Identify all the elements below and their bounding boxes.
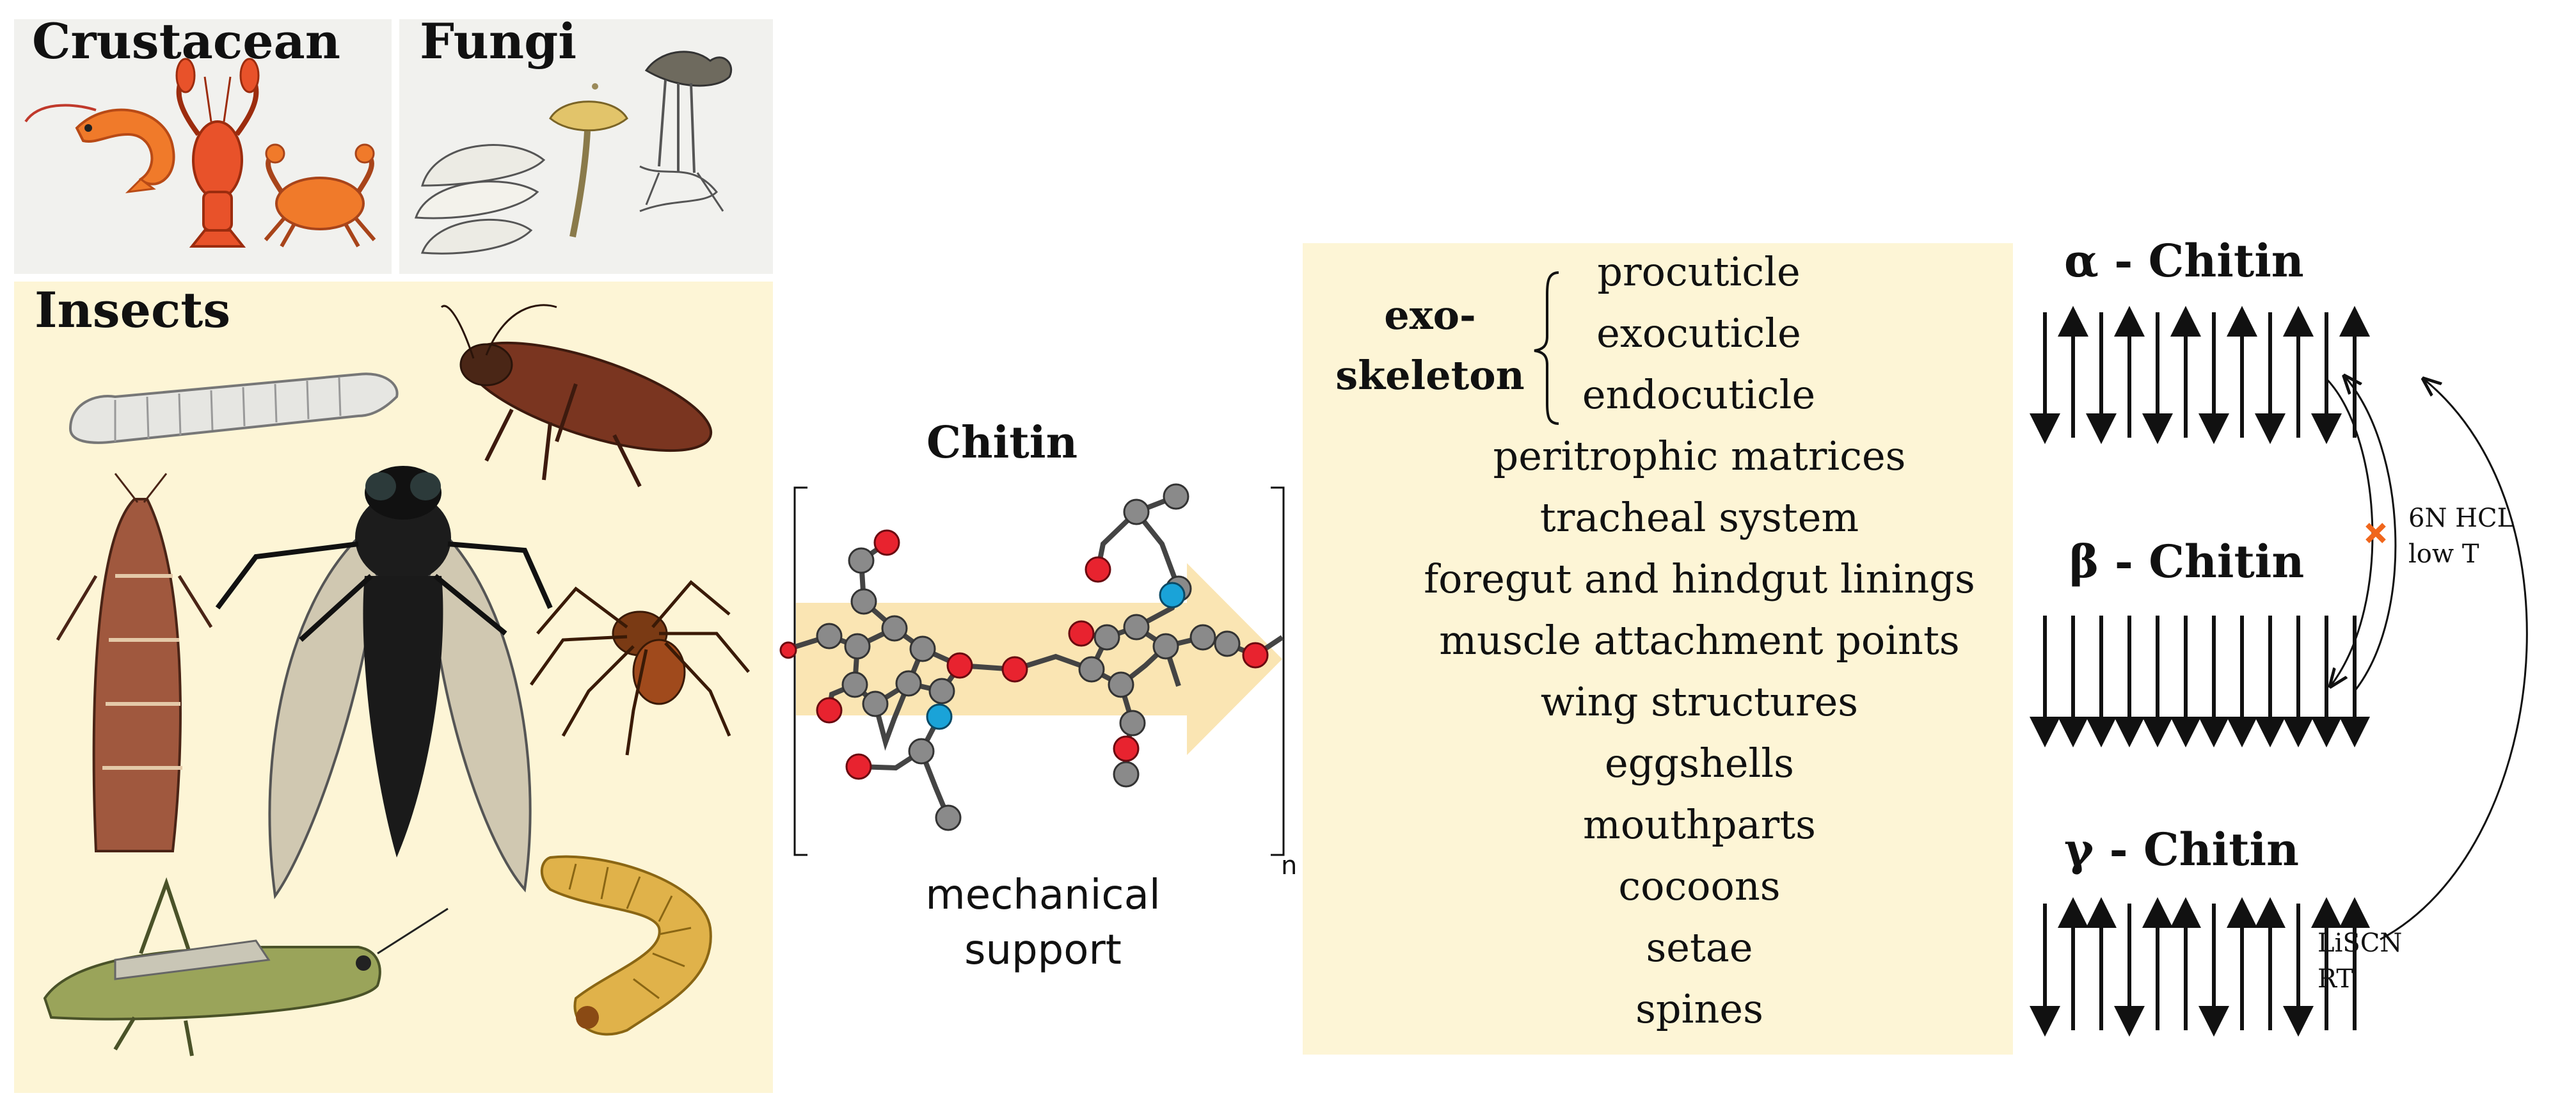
liscn-condition-line-2: RT: [2318, 964, 2354, 994]
fly-icon: [215, 466, 553, 900]
gamma-chitin-arrows: [2030, 897, 2370, 1037]
exoskeleton-layer: procuticle: [1597, 248, 1801, 295]
hcl-condition: 6N HCL low T: [2408, 500, 2514, 572]
site-item: mouthparts: [1583, 801, 1816, 848]
spider-icon: [529, 580, 750, 756]
carbon-atoms: [816, 483, 1241, 831]
alpha-chitin-label: α - Chitin: [2064, 234, 2304, 287]
beta-to-alpha-arrow: [2346, 378, 2397, 692]
gamma-to-alpha-arrow: [2380, 380, 2528, 941]
sporangium-icon: [549, 83, 628, 237]
insects-title: Insects: [35, 282, 231, 339]
atoms: [779, 483, 1269, 831]
fungi-title: Fungi: [420, 13, 577, 70]
cockroach-icon: [440, 304, 713, 488]
exoskeleton-label-line-2: skeleton: [1335, 352, 1525, 399]
site-item: foregut and hindgut linings: [1424, 555, 1975, 602]
crab-icon: [264, 143, 376, 248]
site-item: peritrophic matrices: [1493, 433, 1906, 479]
crustacean-title: Crustacean: [32, 13, 341, 70]
function-line-1: mechanical: [925, 872, 1161, 919]
silkworm-icon: [68, 372, 399, 444]
site-item: spines: [1635, 985, 1763, 1032]
exoskeleton-brace: [1534, 271, 1559, 425]
shrimp-icon: [24, 104, 175, 194]
lobster-icon: [175, 58, 260, 248]
site-item: cocoons: [1618, 863, 1781, 909]
exoskeleton-label-line-1: exo-: [1384, 292, 1476, 339]
chitin-sites-panel: [1303, 243, 2013, 1055]
nitrogen-atoms: [926, 582, 1186, 730]
liscn-condition: LiSCN RT: [2318, 925, 2402, 997]
chitin-title: Chitin: [926, 417, 1078, 468]
left-bracket: [793, 486, 807, 856]
exoskeleton-label: exo- skeleton: [1324, 285, 1536, 406]
beta-chitin-label: β - Chitin: [2069, 535, 2305, 588]
liscn-condition-line-1: LiSCN: [2318, 929, 2403, 958]
gamma-chitin-label: γ - Chitin: [2064, 823, 2300, 876]
grasshopper-icon: [43, 877, 449, 1056]
alpha-to-beta-arrow: [2325, 378, 2374, 685]
hcl-condition-line-1: 6N HCL: [2408, 504, 2515, 533]
repeat-subscript: n: [1281, 851, 1298, 881]
site-item: tracheal system: [1539, 494, 1859, 541]
blocked-conversion-icon: [2365, 523, 2386, 543]
mushroom-cluster-icon: [414, 144, 546, 255]
site-item: eggshells: [1605, 740, 1794, 786]
chitin-function-label: mechanical support: [883, 868, 1203, 978]
beta-chitin-arrows: [2030, 616, 2370, 747]
site-item: muscle attachment points: [1439, 617, 1960, 664]
right-bracket: [1271, 486, 1285, 856]
hcl-condition-line-2: low T: [2408, 539, 2479, 569]
site-item: setae: [1646, 924, 1753, 971]
exoskeleton-layer: endocuticle: [1582, 371, 1816, 418]
mould-icon: [639, 51, 733, 212]
alpha-chitin-arrows: [2030, 306, 2370, 444]
exoskeleton-layer: exocuticle: [1596, 310, 1801, 356]
function-line-2: support: [964, 927, 1122, 974]
moth-icon: [56, 473, 213, 852]
site-item: wing structures: [1540, 678, 1859, 725]
mealworm-icon: [540, 855, 712, 1036]
oxygen-atoms: [779, 529, 1269, 780]
